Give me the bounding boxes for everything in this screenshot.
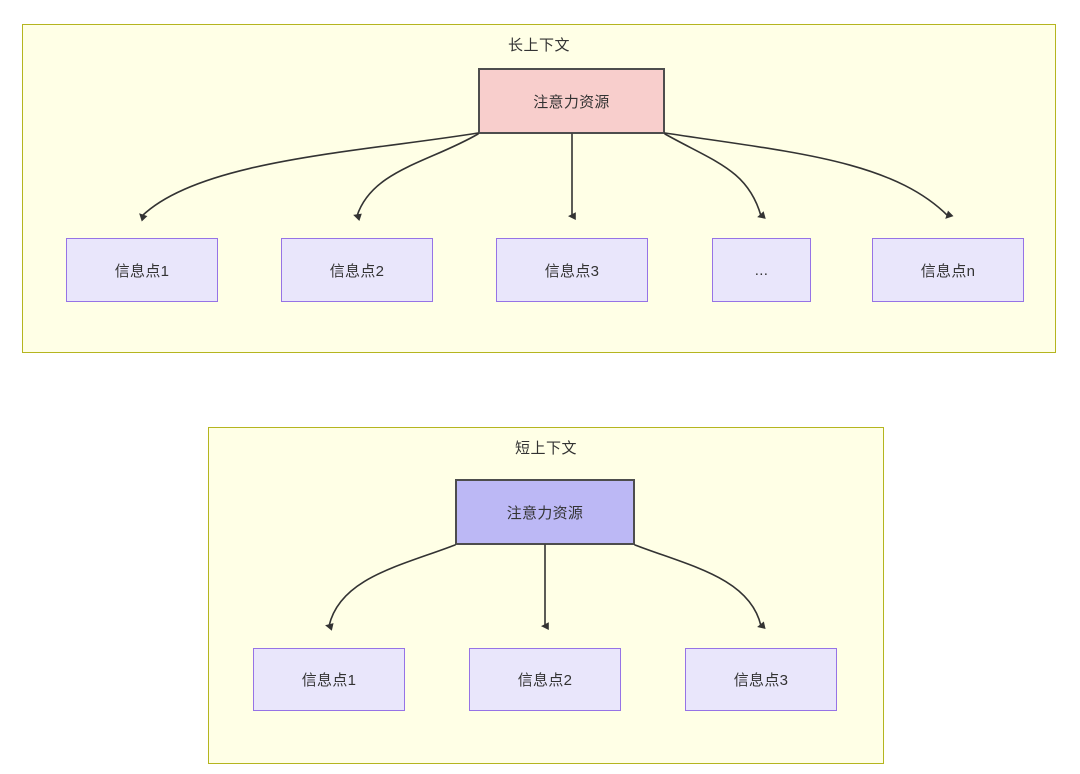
node-attention-resource-long[interactable]: 注意力资源: [478, 68, 665, 134]
node-info-point-ellipsis-long[interactable]: ...: [712, 238, 811, 302]
node-label: 信息点3: [733, 672, 789, 689]
group-title-short-context: 短上下文: [514, 440, 577, 457]
node-info-point-3-short[interactable]: 信息点3: [685, 648, 837, 711]
node-info-point-1-long[interactable]: 信息点1: [66, 238, 218, 302]
node-label: 信息点n: [920, 262, 976, 280]
node-label: 注意力资源: [533, 93, 610, 111]
node-label: 信息点3: [544, 262, 600, 280]
node-label: 信息点1: [301, 672, 357, 689]
group-title-long-context: 长上下文: [507, 37, 570, 54]
node-info-point-2-short[interactable]: 信息点2: [469, 648, 621, 711]
node-attention-resource-short[interactable]: 注意力资源: [455, 479, 635, 545]
node-label: ...: [754, 261, 769, 279]
node-label: 信息点1: [114, 262, 170, 280]
node-info-point-n-long[interactable]: 信息点n: [872, 238, 1024, 302]
node-label: 信息点2: [517, 672, 573, 689]
group-short-context: 短上下文: [208, 427, 884, 764]
node-info-point-3-long[interactable]: 信息点3: [496, 238, 648, 302]
node-info-point-1-short[interactable]: 信息点1: [253, 648, 405, 711]
node-label: 信息点2: [329, 262, 385, 280]
node-label: 注意力资源: [506, 504, 584, 522]
node-info-point-2-long[interactable]: 信息点2: [281, 238, 433, 302]
